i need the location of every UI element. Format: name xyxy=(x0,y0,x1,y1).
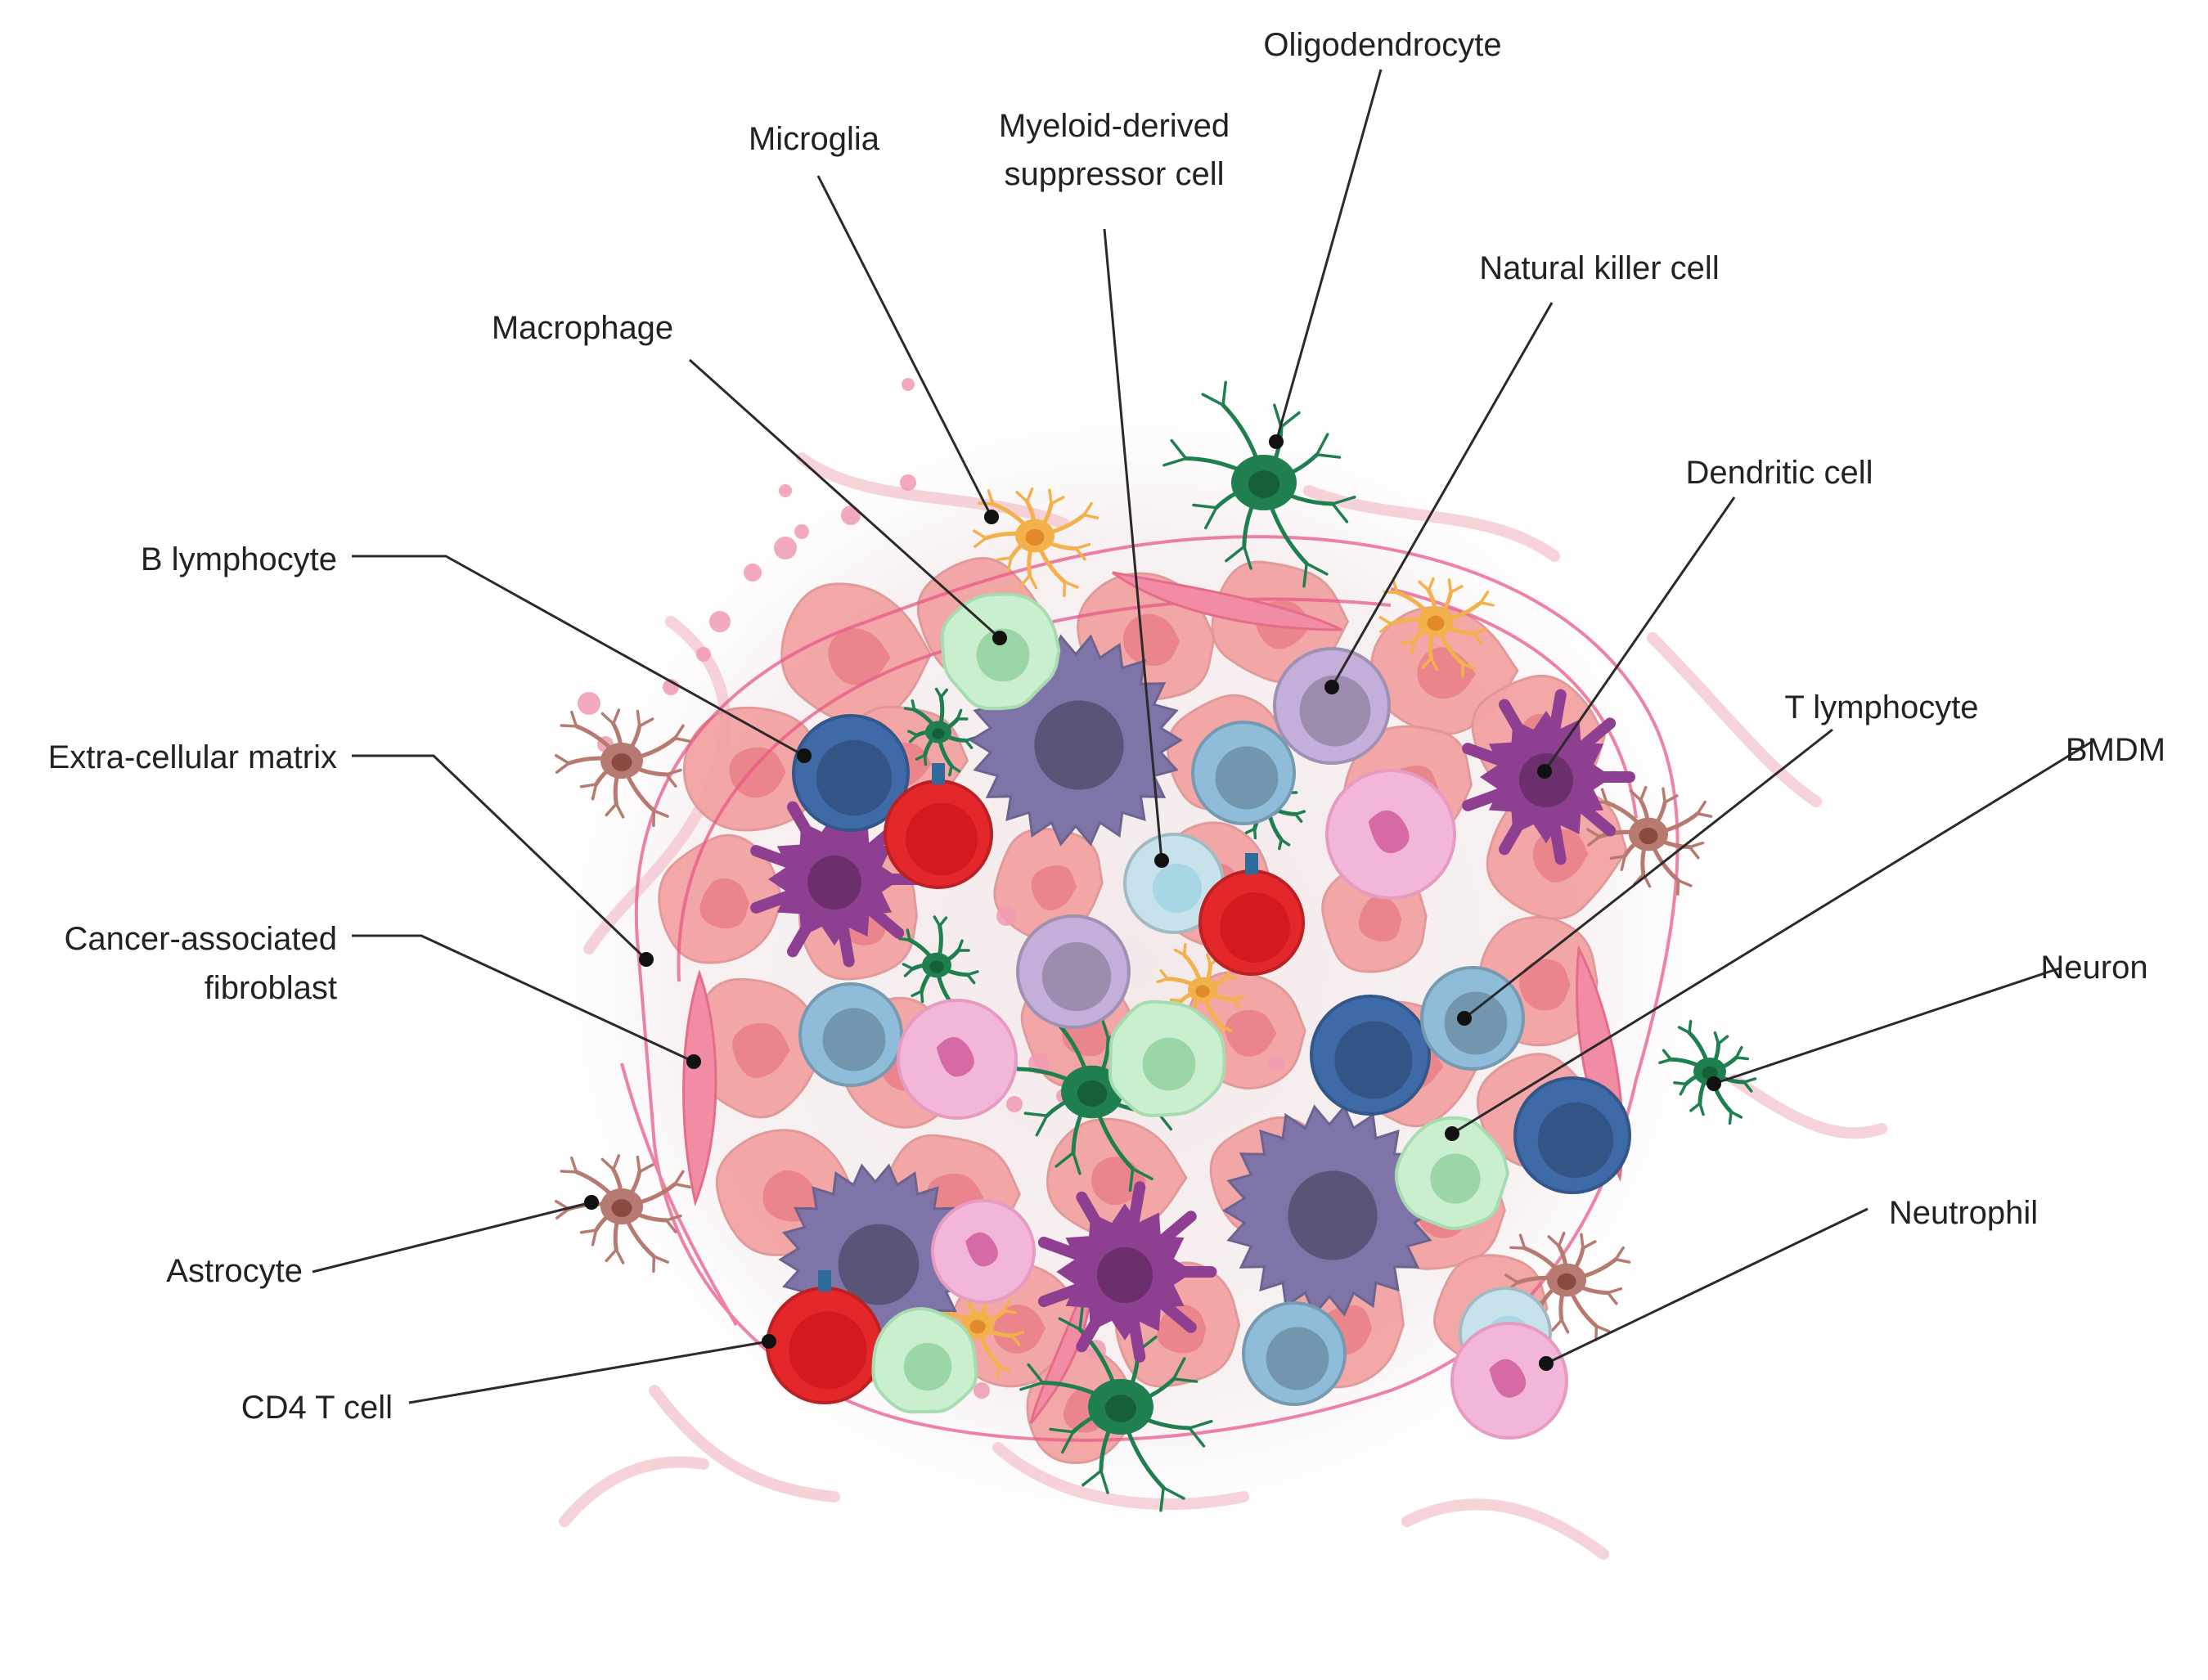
macrophage xyxy=(871,1307,978,1414)
leader-cd4-t-cell xyxy=(408,1334,776,1404)
label-cd4-t-cell: CD4 T cell xyxy=(241,1390,393,1426)
natural-killer-cell xyxy=(1273,647,1391,765)
tumor-cell xyxy=(688,977,825,1119)
vesicle xyxy=(779,484,792,497)
leader-mdsc xyxy=(1103,228,1169,868)
vesicle xyxy=(794,524,809,539)
leader-cancer-associated-fibroblast xyxy=(352,934,701,1069)
tumor-cell xyxy=(658,833,784,964)
leader-macrophage xyxy=(688,358,1007,645)
label-natural-killer-cell: Natural killer cell xyxy=(1479,250,1719,286)
b-lymphocyte xyxy=(1310,995,1431,1116)
mdsc-cell xyxy=(1123,833,1225,934)
bmdm xyxy=(1394,1116,1510,1230)
label-mdsc-line2: suppressor cell xyxy=(1004,156,1224,192)
neutrophil xyxy=(1450,1322,1568,1440)
cd4-t-cell xyxy=(1198,853,1305,976)
label-macrophage: Macrophage xyxy=(492,310,673,346)
cell-layer xyxy=(554,380,1757,1512)
astrocyte xyxy=(554,708,691,828)
vesicle xyxy=(902,378,915,391)
t-lymphocyte xyxy=(1191,721,1296,825)
label-mdsc-line1: Myeloid-derived xyxy=(999,108,1230,144)
vesicle xyxy=(900,474,916,491)
neutrophil xyxy=(1325,769,1456,900)
vesicle xyxy=(744,564,762,582)
b-lymphocyte xyxy=(1513,1076,1631,1194)
leader-neutrophil xyxy=(1539,1207,1868,1371)
microglia xyxy=(1378,577,1495,678)
leader-neuron xyxy=(1707,966,2062,1091)
vesicle xyxy=(1268,1055,1284,1071)
vesicle xyxy=(1006,1096,1023,1112)
neutrophil xyxy=(897,999,1018,1120)
leader-microglia xyxy=(816,175,999,524)
leader-astrocyte xyxy=(312,1195,599,1273)
vesicle xyxy=(696,647,711,662)
leader-oligodendrocyte xyxy=(1269,69,1383,449)
vesicle xyxy=(774,537,797,559)
microglia xyxy=(973,487,1100,597)
cd4-t-cell xyxy=(766,1270,884,1404)
leader-b-lymphocyte xyxy=(352,555,812,763)
label-oligodendrocyte: Oligodendrocyte xyxy=(1263,27,1501,63)
label-neutrophil: Neutrophil xyxy=(1889,1195,2038,1231)
microglia xyxy=(1156,943,1245,1038)
neutrophil xyxy=(931,1199,1036,1304)
macrophage xyxy=(940,592,1061,711)
leader-lines xyxy=(312,69,2095,1404)
oligodendrocyte xyxy=(903,687,977,777)
natural-killer-cell xyxy=(1016,914,1131,1029)
vesicle xyxy=(841,505,861,525)
vesicle xyxy=(996,906,1016,926)
label-astrocyte: Astrocyte xyxy=(166,1253,303,1289)
oligodendrocyte xyxy=(1162,380,1356,588)
label-bmdm: BMDM xyxy=(2066,732,2165,768)
astrocyte xyxy=(1504,1231,1631,1341)
t-lymphocyte xyxy=(1242,1301,1347,1406)
oligodendrocyte xyxy=(1019,1305,1213,1512)
vesicle xyxy=(974,1382,990,1399)
leader-bmdm xyxy=(1445,739,2095,1141)
label-dendritic-cell: Dendritic cell xyxy=(1686,455,1873,491)
label-t-lymphocyte: T lymphocyte xyxy=(1784,690,1978,725)
leader-t-lymphocyte xyxy=(1457,728,1833,1026)
label-microglia: Microglia xyxy=(749,121,880,157)
t-lymphocyte xyxy=(798,982,903,1087)
leader-extracellular-matrix xyxy=(352,754,654,967)
label-extracellular-matrix: Extra-cellular matrix xyxy=(48,739,337,775)
microglia-spiky xyxy=(1222,1104,1437,1317)
tumor-cell xyxy=(780,582,933,728)
label-caf-line1: Cancer-associated xyxy=(65,921,338,957)
dendritic-cell xyxy=(1037,1181,1217,1363)
vesicle xyxy=(709,611,731,632)
vesicle xyxy=(578,692,600,715)
neuron xyxy=(1658,1019,1757,1125)
cd4-t-cell xyxy=(884,763,993,889)
astrocyte xyxy=(1586,785,1713,896)
labels: Oligodendrocyte Microglia Myeloid-derive… xyxy=(48,27,2166,1426)
label-caf-line2: fibroblast xyxy=(205,970,337,1006)
macrophage xyxy=(1108,999,1226,1117)
label-neuron: Neuron xyxy=(2040,950,2147,986)
label-b-lymphocyte: B lymphocyte xyxy=(141,541,337,577)
leader-natural-killer-cell xyxy=(1324,302,1554,694)
fibroblast-shapes xyxy=(682,571,1624,1424)
leader-dendritic-cell xyxy=(1537,496,1736,779)
b-lymphocyte xyxy=(792,714,910,832)
